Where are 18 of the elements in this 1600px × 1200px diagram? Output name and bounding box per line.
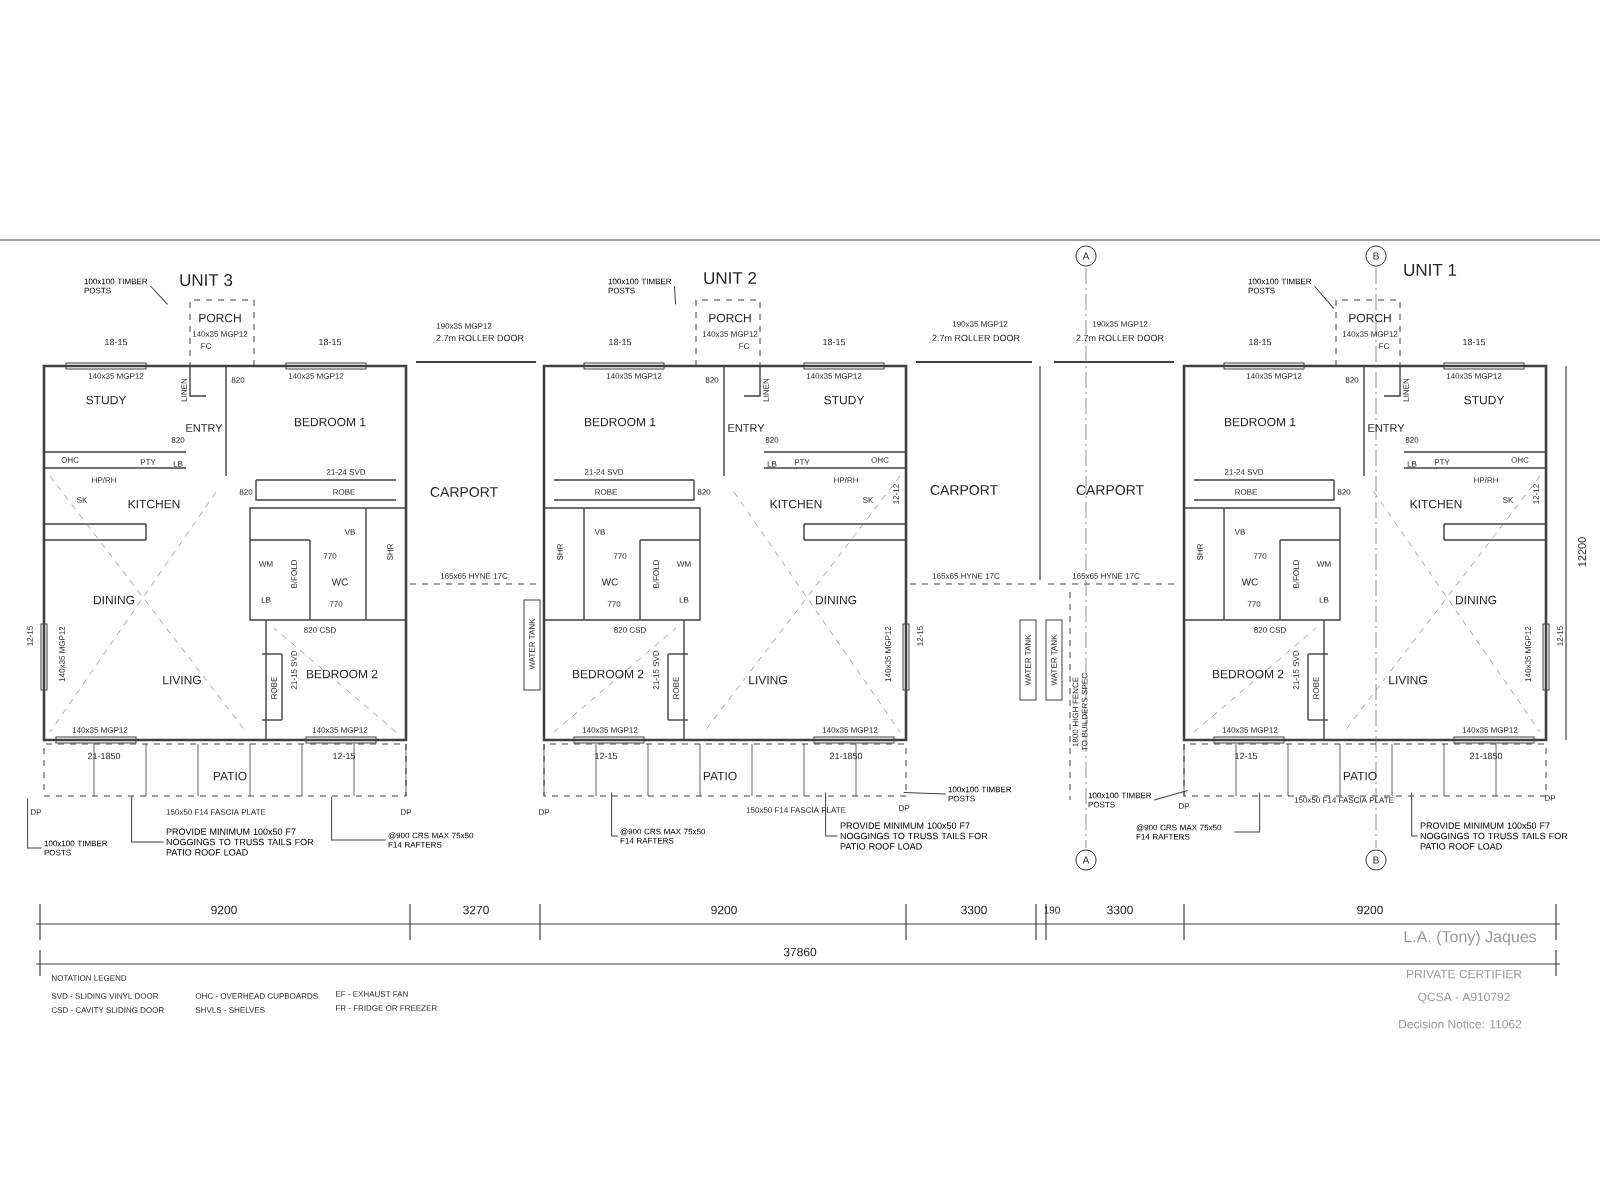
stamp-text: L.A. (Tony) Jaques	[1404, 930, 1537, 946]
leader-line	[903, 791, 947, 795]
floor-plan-drawing	[542, 299, 910, 797]
leader-line	[331, 795, 387, 841]
leader-line	[611, 791, 619, 837]
floor-plan-drawing	[1182, 299, 1550, 797]
leader-line	[673, 285, 677, 305]
unit-title: UNIT 2	[704, 272, 757, 284]
leader-line	[149, 285, 169, 305]
unit-title: UNIT 3	[180, 274, 233, 286]
leader-line	[1153, 789, 1189, 801]
floor-plan-drawing	[40, 299, 408, 797]
leader-line	[27, 797, 43, 849]
leader-line	[1233, 791, 1261, 833]
unit-title: UNIT 1	[1404, 264, 1457, 276]
leader-line	[1411, 791, 1419, 837]
leader-line	[1313, 285, 1335, 309]
leader-line	[131, 795, 165, 843]
